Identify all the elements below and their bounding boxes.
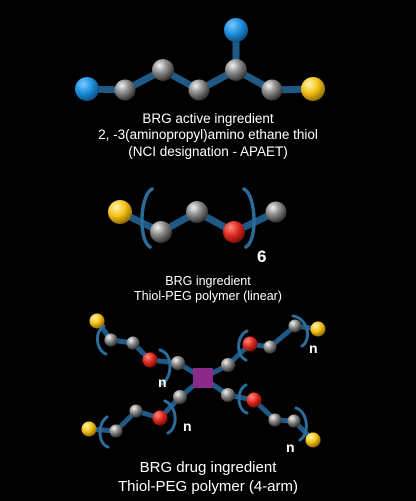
carbon-atom [263,340,277,354]
carbon-atom [221,358,235,372]
caption-line: BRG drug ingredient [139,459,277,476]
apaet-caption: BRG active ingredient 2, -3(aminopropyl)… [0,111,416,160]
sulfur-atom [89,313,105,329]
repeat-bracket [291,314,309,348]
carbon-atom [188,79,210,101]
carbon-atom [268,413,282,427]
repeat-bracket [237,383,249,415]
sulfur-atom [81,421,97,437]
repeat-count-label: n [158,374,167,390]
repeat-count-label: n [309,340,318,356]
carbon-atom [173,390,187,404]
caption-line: BRG active ingredient [142,111,274,126]
thiol-peg-linear-caption: BRG ingredient Thiol-PEG polymer (linear… [0,274,416,305]
sulfur-atom [305,432,321,448]
repeat-bracket [294,406,308,442]
oxygen-atom [223,221,245,243]
core-node [193,368,213,388]
repeat-bracket-right [242,187,256,249]
apaet-molecule [75,18,325,101]
sulfur-atom [301,77,325,101]
repeat-bracket [163,399,177,435]
carbon-atom [152,59,174,81]
4arm-repeat-brackets [96,314,309,449]
carbon-atom [287,414,301,428]
carbon-atom [225,59,247,81]
carbon-atom [114,79,136,101]
thiol-peg-linear-molecule [108,187,287,249]
thiol-peg-4arm-caption: BRG drug ingredient Thiol-PEG polymer (4… [0,459,416,497]
carbon-atom [129,404,143,418]
caption-line: Thiol-PEG polymer (linear) [134,289,282,304]
carbon-atom [186,201,208,223]
carbon-atom [288,319,302,333]
carbon-atom [221,388,235,402]
oxygen-atom [142,352,158,368]
caption-line: 2, -3(aminopropyl)amino ethane thiol [98,127,318,143]
repeat-bracket-left [140,187,154,249]
carbon-atom [150,221,172,243]
carbon-atom [261,79,283,101]
nitrogen-atom [224,18,248,42]
carbon-atom [265,201,287,223]
nitrogen-atom [75,77,99,101]
caption-line: Thiol-PEG polymer (4-arm) [117,477,299,495]
carbon-atom [171,356,185,370]
repeat-count-label: n [286,439,295,455]
repeat-count-label: n [183,418,192,434]
repeat-count-label: 6 [257,247,267,266]
carbon-atom [104,333,118,347]
repeat-bracket [237,329,249,362]
thiol-peg-4arm-molecule [81,313,326,449]
carbon-atom [109,424,123,438]
oxygen-atom [152,410,168,426]
repeat-bracket [158,348,172,386]
oxygen-atom [242,336,258,352]
oxygen-atom [246,392,262,408]
caption-line: BRG ingredient [165,274,251,288]
sulfur-atom [310,321,326,337]
carbon-atom [126,336,140,350]
sulfur-atom [108,200,132,224]
caption-line: (NCI designation - APAET) [128,143,288,159]
repeat-bracket [96,324,108,356]
repeat-bracket [98,415,110,449]
